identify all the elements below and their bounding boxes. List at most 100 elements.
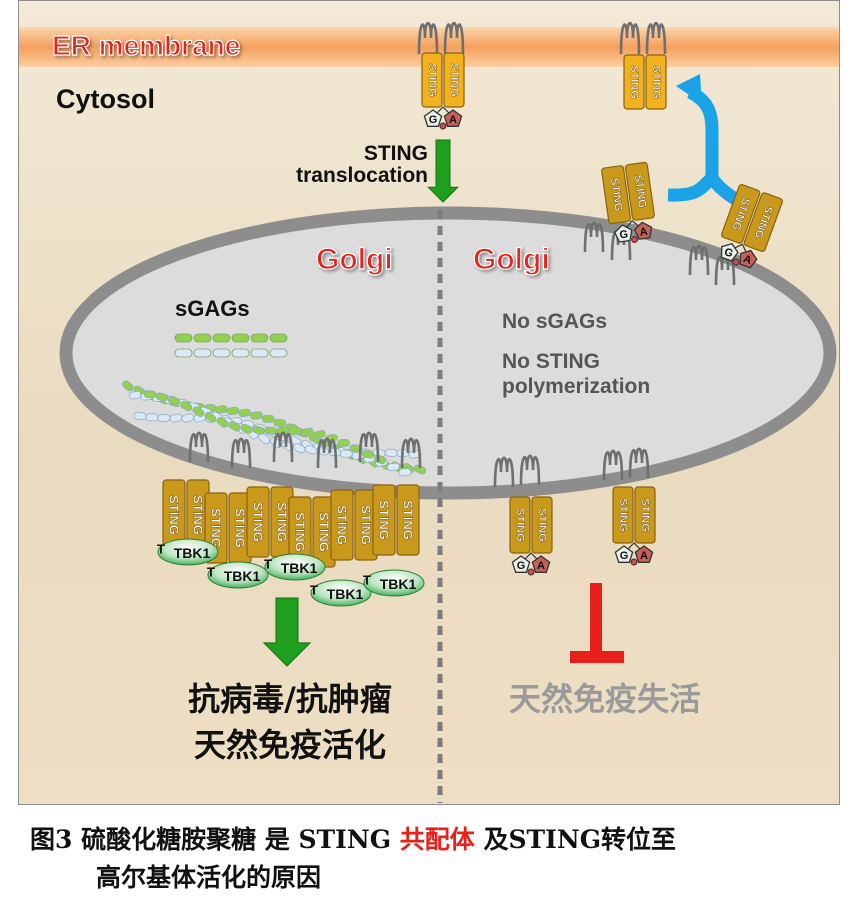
cgamp-linker [434,106,452,116]
sting-dimer: STING STING [330,489,378,561]
sgag-unit [174,348,193,358]
sgag-unit [145,413,159,422]
sgag-unit [192,406,205,417]
sting-monomer-label: STING [359,505,374,545]
sgag-unit [398,468,412,477]
sgag-unit [250,333,269,343]
tbk1-blob [157,538,219,566]
cgamp-adenine-label: A [639,226,649,239]
tbk1-blob [264,553,326,581]
cgamp-adenine-label: A [640,550,648,562]
sgag-unit [216,416,229,428]
sgag-unit [193,333,212,343]
transmembrane-helix [188,431,210,463]
cgamp-guanine-label: G [619,228,629,241]
sting-monomer: STING [443,52,465,108]
sting-monomer-body [509,496,531,554]
transmembrane-helix [583,221,605,253]
left-effect: 抗病毒/抗肿瘤 天然免疫活化 [150,676,430,768]
tbk1-t-label: T [157,542,165,557]
transmembrane-helix [645,21,667,55]
sting-monomer-label: STING [317,512,332,552]
tbk1-t-label: T [264,557,272,572]
sgag-unit [133,411,147,421]
sgag-unit [273,418,287,427]
sting-monomer: STING [509,496,531,554]
sting-monomer-label: STING [233,508,248,548]
sgag-unit [155,392,169,402]
translocation-label-line1: STING [364,142,428,165]
golgi-label-left: Golgi [316,243,393,276]
cgamp-adenine-label: A [537,560,545,572]
tbk1-label: TBK1 [380,576,417,592]
no-polymerization-line2: polymerization [502,375,650,398]
cgamp-phosphate [439,122,447,130]
sgag-unit [361,449,375,459]
sgag-unit [228,421,241,432]
cgamp-phosphate [732,258,740,266]
sgag-unit [174,333,193,343]
sting-monomer-body [624,161,655,221]
sgag-unit [143,390,157,399]
sting-monomer: STING [743,192,783,252]
sting-monomer: STING [330,489,354,561]
sgag-unit [313,430,326,439]
cgamp-phosphate [527,568,535,576]
tbk1-t-label: T [363,573,371,588]
sgag-unit [215,405,228,414]
sting-monomer: STING [270,486,294,558]
sting-golgi-diagram: ER membrane Cytosol STING translocation … [19,21,839,803]
right-effect: 天然免疫失活 [508,680,701,718]
sgag-unit [386,462,400,472]
sting-monomer-body [330,489,354,561]
sting-monomer: STING [531,496,553,554]
cgamp-guanine-ring [423,109,443,127]
sting-monomer: STING [634,486,656,544]
sgags-label: sGAGs [175,296,250,321]
sting-monomer-label: STING [448,63,460,97]
cgamp-guanine-label: G [620,550,629,562]
sting-monomer-body [634,486,656,544]
caption-prefix: 图3 硫酸化糖胺聚糖 是 STING [30,825,400,854]
cgamp-phosphate [631,236,639,244]
transmembrane-helix [272,431,294,463]
sgag-unit [240,423,253,434]
sgag-unit [349,444,363,453]
sting-monomer-body [246,486,270,558]
no-polymerization-line1: No STING [502,350,600,373]
left-effect-line1: 抗病毒/抗肿瘤 [188,680,392,718]
sting-monomer-label: STING [650,65,662,99]
sting-monomer-body [645,54,667,110]
sgag-unit [180,400,193,412]
sgag-unit [193,348,212,358]
sgag-unit [122,380,134,392]
transmembrane-helix [628,447,650,479]
cgamp-adenine-label: A [449,114,457,126]
tbk1-blob [310,579,372,607]
sting-monomer: STING [162,479,186,551]
sgag-unit [384,448,398,457]
transmembrane-helix [358,431,380,463]
transmembrane-helix [519,454,541,486]
sting-monomer-body [721,184,761,244]
cgamp-adenine-ring [633,221,653,240]
cgamp-phosphate [630,558,638,566]
sting-monomer: STING [288,496,312,568]
transmembrane-helix [443,21,465,55]
tbk1-label: TBK1 [174,545,211,561]
tbk1-blob [207,561,269,589]
sting-monomer-label: STING [335,505,350,545]
caption-line2: 高尔基体活化的原因 [96,863,322,892]
cgamp-guanine-label: G [723,246,735,260]
sting-monomer-body [531,496,553,554]
